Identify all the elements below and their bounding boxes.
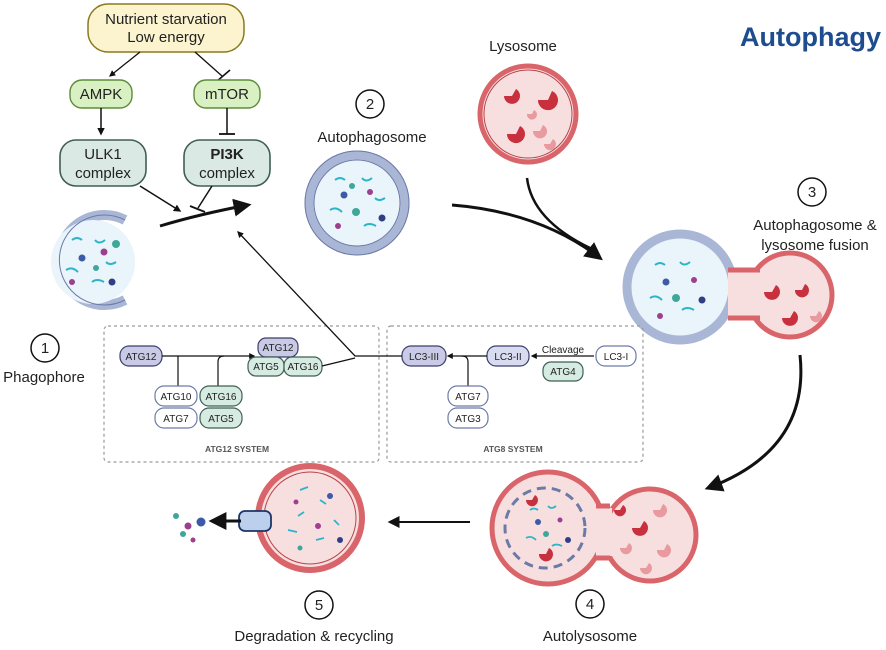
pi3k-line1: PI3K (210, 146, 244, 163)
ulk1-line1: ULK1 (84, 146, 122, 163)
atg8-system-box (386, 325, 644, 463)
mtor-label: mTOR (205, 86, 249, 103)
atg3-node: ATG3 (455, 414, 481, 425)
complex-atg16: ATG16 (288, 362, 319, 373)
ulk1-line2: complex (75, 165, 131, 182)
phagophore (51, 210, 135, 310)
ulk1-complex-node: ULK1 complex (59, 139, 147, 187)
pi3k-complex-node: PI3K complex (183, 139, 271, 187)
stage-4-number: 4 (586, 596, 594, 613)
atg4-node: ATG4 (550, 367, 576, 378)
autophagosome (304, 150, 410, 256)
stage-5-number: 5 (315, 597, 323, 614)
atg8-system-title: ATG8 SYSTEM (483, 444, 542, 454)
complex-atg5: ATG5 (253, 362, 279, 373)
ampk-label: AMPK (80, 86, 123, 103)
mtor-node: mTOR (193, 79, 261, 109)
autolysosome (489, 469, 699, 587)
atg12-system-box (103, 325, 380, 463)
atg7-node-a: ATG7 (163, 414, 189, 425)
trigger-line2: Low energy (127, 29, 205, 46)
pi3k-line2: complex (199, 165, 255, 182)
lc3-i-node: LC3-I (604, 352, 628, 363)
trigger-box: Nutrient starvation Low energy (87, 3, 245, 53)
lc3-ii-node: LC3-II (494, 352, 521, 363)
atg10-node: ATG10 (161, 392, 192, 403)
ampk-node: AMPK (69, 79, 133, 109)
fusion-vesicle (622, 229, 835, 345)
atg12-system-title: ATG12 SYSTEM (205, 444, 269, 454)
stage-4-label: Autolysosome (543, 628, 637, 645)
stage-3-label-line1: Autophagosome & (753, 217, 876, 234)
cleavage-label: Cleavage (542, 345, 585, 356)
stage-3-label-line2: lysosome fusion (761, 237, 869, 254)
stage-1-number: 1 (41, 340, 49, 357)
atg16-node: ATG16 (206, 392, 237, 403)
stage-3-number: 3 (808, 184, 816, 201)
lysosome (477, 63, 579, 165)
atg7-node-b: ATG7 (455, 392, 481, 403)
atg12-node: ATG12 (126, 352, 157, 363)
recycled-molecules (173, 513, 206, 543)
stage-2-label: Autophagosome (317, 129, 426, 146)
lc3-iii-node: LC3-III (409, 352, 439, 363)
trigger-line1: Nutrient starvation (105, 11, 227, 28)
lysosome-label: Lysosome (489, 38, 557, 55)
diagram-title: Autophagy (740, 22, 881, 52)
degradation-vesicle (238, 463, 365, 573)
atg5-node: ATG5 (208, 414, 234, 425)
stage-5-label: Degradation & recycling (234, 628, 393, 645)
stage-1-label: Phagophore (3, 369, 85, 386)
complex-atg12: ATG12 (263, 343, 294, 354)
stage-2-number: 2 (366, 96, 374, 113)
